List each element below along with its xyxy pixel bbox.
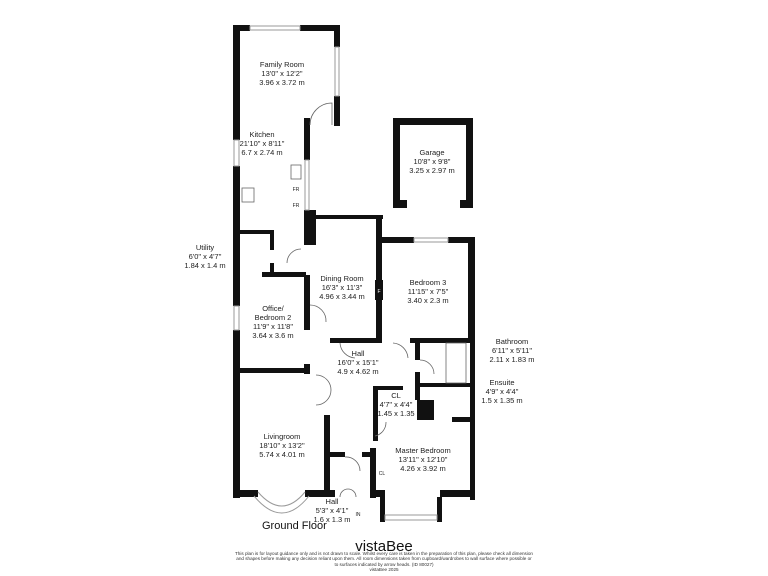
fridge-label: FR [292,187,300,193]
room-name: Kitchen [249,130,275,139]
room-dim-imperial: 10'8" x 9'8" [413,157,451,166]
room-dim-imperial: 16'0" x 15'1" [337,358,379,367]
copyright: vistaBee 2025 [369,567,399,573]
room-dim-imperial: 18'10" x 13'2" [259,441,305,450]
room-name: Master Bedroom [395,446,451,455]
brand-logo: vistaBee [355,538,413,555]
fridge-label: FR [292,203,300,209]
room-dim-imperial: 4'7" x 4'4" [379,400,413,409]
room-dim-metric: 4.9 x 4.62 m [337,367,379,376]
room-name: Dining Room [320,274,364,283]
room-dim-metric: 4.26 x 3.92 m [400,464,446,473]
room-dim-metric: 6.7 x 2.74 m [241,148,283,157]
room-name: Utility [195,243,215,252]
room-dim-imperial: 5'3" x 4'1" [315,506,349,515]
floor-title: Ground Floor [262,520,327,532]
room-dim-metric: 3.64 x 3.6 m [252,331,294,340]
room-dim-imperial: 4'9" x 4'4" [485,387,519,396]
room-name: CL [391,391,401,400]
room-name: Hall [325,497,339,506]
room-name-line2: Bedroom 2 [254,313,292,322]
doors [241,102,467,498]
room-name: Hall [351,349,365,358]
room-name: Garage [419,148,445,157]
room-dim-imperial: 21'10" x 8'11" [239,139,285,148]
room-dim-metric: 3.96 x 3.72 m [259,78,305,87]
room-dim-metric: 2.11 x 1.83 m [489,355,535,364]
disclaimer-text: This plan is for layout guidance only an… [235,551,533,567]
room-name: Family Room [259,60,305,69]
room-name: Bathroom [495,337,529,346]
room-dim-imperial: 13'0" x 12'2" [261,69,303,78]
room-dim-metric: 1.5 x 1.35 m [481,396,523,405]
room-dim-metric: 1.45 x 1.35 [377,409,415,418]
room-name: Ensuite [489,378,515,387]
room-name: Bedroom 3 [409,278,447,287]
room-dim-imperial: 16'3" x 11'3" [321,283,363,292]
room-dim-metric: 3.25 x 2.97 m [409,166,455,175]
fireplace-label: F [377,289,381,295]
room-dim-imperial: 11'9" x 11'8" [252,322,294,331]
room-dim-metric: 1.84 x 1.4 m [184,261,226,270]
room-dim-metric: 1.6 x 1.3 m [313,515,351,524]
room-name: Livingroom [263,432,301,441]
room-name: Office/ [262,304,284,313]
room-dim-metric: 5.74 x 4.01 m [259,450,305,459]
cupboard-label: CL [378,471,386,477]
walls [233,25,475,522]
windows [233,25,449,521]
room-dim-imperial: 6'11" x 5'11" [491,346,533,355]
room-dim-metric: 4.96 x 3.44 m [319,292,365,301]
entry-label: IN [355,512,361,518]
room-dim-metric: 3.40 x 2.3 m [407,296,449,305]
room-dim-imperial: 6'0" x 4'7" [188,252,222,261]
disclaimer: This plan is for layout guidance only an… [234,551,534,573]
room-dim-imperial: 13'11" x 12'10" [398,455,448,464]
room-dim-imperial: 11'15" x 7'5" [407,287,449,296]
